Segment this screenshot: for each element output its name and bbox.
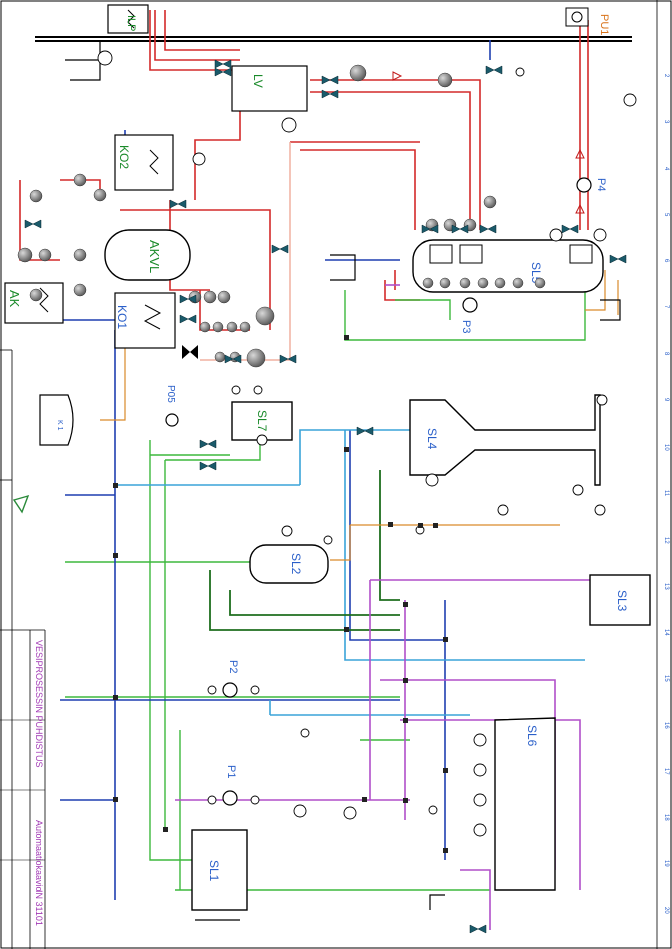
p4-pump[interactable]: P4 bbox=[576, 177, 607, 193]
grid-num: 7 bbox=[663, 305, 669, 309]
grid-num: 5 bbox=[663, 213, 669, 217]
grid-num: 14 bbox=[663, 629, 669, 636]
grid-num: 9 bbox=[663, 398, 669, 402]
instrument-circles bbox=[97, 50, 637, 837]
lv-unit[interactable]: LV bbox=[231, 65, 308, 112]
grid-strip: 2 3 4 5 6 7 8 9 10 11 12 13 14 15 16 17 … bbox=[656, 0, 669, 949]
k1-vessel[interactable]: K 1 bbox=[39, 394, 74, 446]
p05-label: P05 bbox=[165, 385, 176, 403]
junction-markers bbox=[113, 335, 448, 853]
ko2-unit[interactable]: KO2 bbox=[114, 134, 174, 191]
p05-pump[interactable]: P05 bbox=[165, 385, 179, 427]
sl5-tank[interactable]: SL5 bbox=[412, 239, 604, 293]
red-valves[interactable] bbox=[392, 71, 585, 214]
grid-num: 10 bbox=[663, 444, 669, 451]
grid-num: 4 bbox=[663, 167, 669, 171]
title-company: VESIPROSESSIN PUHDISTUS bbox=[34, 640, 44, 768]
grid-num: 20 bbox=[663, 907, 669, 914]
grid-num: 16 bbox=[663, 722, 669, 729]
sl3-label: SL3 bbox=[615, 590, 629, 612]
company-logo bbox=[12, 494, 30, 514]
ko2-label: KO2 bbox=[117, 145, 131, 169]
dkgreen-pipes bbox=[209, 470, 400, 631]
grid-num: 17 bbox=[663, 768, 669, 775]
sl7-label: SL7 bbox=[255, 410, 269, 432]
ko1-label: KO1 bbox=[115, 305, 129, 329]
sl2-tank[interactable]: SL2 bbox=[249, 544, 329, 584]
akvl-tank[interactable]: AKVL bbox=[104, 229, 191, 281]
sl1-tank[interactable]: SL1 bbox=[191, 829, 248, 911]
grid-num: 6 bbox=[663, 259, 669, 263]
sl1-label: SL1 bbox=[207, 860, 221, 882]
sl6-tank[interactable]: SL6 bbox=[494, 717, 556, 891]
valves[interactable] bbox=[24, 59, 627, 934]
p3-label: P3 bbox=[460, 320, 472, 333]
fan-icon bbox=[182, 345, 198, 359]
lv-label: LV bbox=[251, 74, 265, 88]
ko1-unit[interactable]: KO1 bbox=[114, 292, 176, 349]
ilp-label: ILP bbox=[125, 15, 137, 32]
grid-num: 2 bbox=[663, 74, 669, 78]
ak-unit[interactable]: AK bbox=[4, 282, 64, 324]
grid-num: 19 bbox=[663, 860, 669, 867]
sl4-tank[interactable]: SL4 bbox=[409, 394, 601, 486]
p2-pump[interactable]: P2 bbox=[222, 660, 239, 698]
title-subtitle: Automaatiokaavio bbox=[34, 820, 44, 892]
pu1-label: PU1 bbox=[598, 14, 610, 35]
grid-num: 11 bbox=[663, 490, 669, 497]
p2-label: P2 bbox=[227, 660, 239, 673]
grid-num: 12 bbox=[663, 537, 669, 544]
pu1-unit[interactable]: PU1 bbox=[565, 7, 610, 35]
sl3-tank[interactable]: SL3 bbox=[589, 574, 651, 626]
drawing-number: IN 31101 bbox=[34, 890, 44, 926]
grid-num: 15 bbox=[663, 675, 669, 682]
orange-pipes bbox=[100, 270, 619, 561]
p4-label: P4 bbox=[595, 178, 607, 191]
ilp-unit[interactable]: ILP bbox=[107, 4, 149, 34]
akvl-label: AKVL bbox=[147, 240, 162, 273]
p3-pump[interactable]: P3 bbox=[460, 297, 478, 333]
sl6-label: SL6 bbox=[525, 725, 539, 747]
k1-label: K 1 bbox=[56, 420, 63, 431]
instrument-balls bbox=[17, 64, 546, 368]
gauges bbox=[207, 685, 310, 805]
p1-pump[interactable]: P1 bbox=[222, 765, 238, 806]
grid-num: 8 bbox=[663, 352, 669, 356]
title-block: VESIPROSESSIN PUHDISTUS Automaatiokaavio… bbox=[0, 349, 46, 949]
grid-num: 13 bbox=[663, 583, 669, 590]
grid-num: 18 bbox=[663, 814, 669, 821]
grid-num: 3 bbox=[663, 120, 669, 124]
sl4-label: SL4 bbox=[425, 428, 439, 450]
p1-label: P1 bbox=[225, 765, 237, 778]
sl7-tank[interactable]: SL7 bbox=[231, 401, 293, 441]
ak-label: AK bbox=[7, 290, 22, 308]
sl2-label: SL2 bbox=[289, 553, 303, 575]
